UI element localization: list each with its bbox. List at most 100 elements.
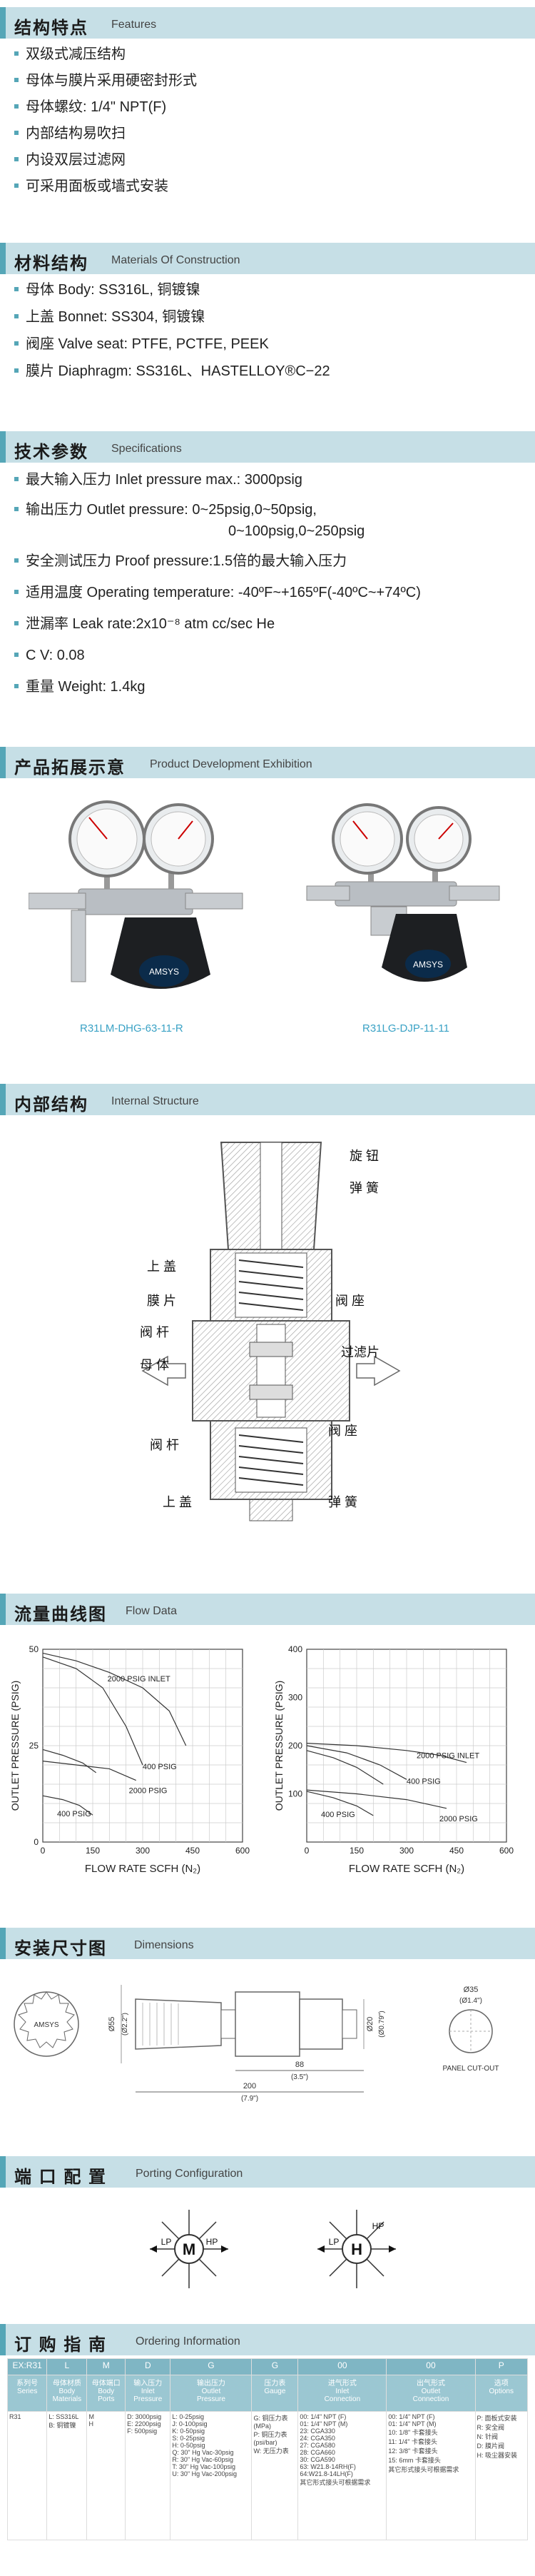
x-tick-label: 150 — [86, 1846, 100, 1856]
feature-item: 母体与膜片采用硬密封形式 — [14, 71, 197, 91]
section-title-en: Materials Of Construction — [111, 254, 240, 266]
section-title-en: Dimensions — [134, 1939, 194, 1951]
series-line — [42, 1795, 93, 1816]
feature-item: 双级式减压结构 — [14, 44, 126, 64]
order-option: E: 2200psig — [127, 2420, 161, 2427]
section-header-dimensions: 安装尺寸图 Dimensions — [0, 1928, 535, 1959]
order-option: 01: 1/4" NPT (M) — [388, 2420, 437, 2427]
x-tick-label: 600 — [235, 1846, 250, 1856]
regulator-left-image: AMSYS — [29, 800, 243, 989]
order-option: 其它形式接头可根据需求 — [388, 2466, 459, 2473]
section-title-cn: 内部结构 — [14, 1095, 88, 1115]
series-line — [42, 1656, 143, 1766]
order-option: S: 0-25psig — [172, 2435, 205, 2442]
section-title-cn: 结构特点 — [14, 19, 88, 38]
svg-text:AMSYS: AMSYS — [34, 2021, 58, 2029]
svg-text:88: 88 — [295, 2061, 304, 2069]
order-option: L: SS316L — [49, 2413, 79, 2420]
series-line — [306, 1750, 384, 1785]
front-view: AMSYS — [14, 1991, 79, 2057]
y-tick-label: 0 — [34, 1837, 39, 1847]
order-option: R31 — [9, 2413, 21, 2420]
order-option-cell: 00: 1/4" NPT (F)01: 1/4" NPT (M)23: CGA3… — [297, 2411, 387, 2540]
order-option: T: 30" Hg Vac-100psig — [172, 2463, 235, 2470]
x-tick-label: 0 — [41, 1846, 46, 1856]
side-view: Ø55 (Ø2.2") Ø20 (Ø0.79") 88 (3.5") 200 (… — [108, 1985, 386, 2103]
order-option-cell: 00: 1/4" NPT (F)01: 1/4" NPT (M) 10: 1/8"… — [386, 2411, 476, 2540]
order-option: 28: CGA660 — [300, 2449, 335, 2456]
order-code-cell: L — [46, 2358, 88, 2375]
series-label: 2000 PSIG INLET — [108, 1675, 170, 1684]
product-photos: AMSYS AMSYS — [29, 800, 500, 989]
series-line — [306, 1789, 447, 1809]
product-caption-left: R31LM-DHG-63-11-R — [80, 1022, 183, 1035]
order-header-cell: 输出压力 Outlet Pressure — [170, 2375, 253, 2412]
order-option: H: 0-50psig — [172, 2442, 205, 2449]
order-option: 01: 1/4" NPT (M) — [300, 2420, 348, 2427]
order-option: 63: W21.8-14RH(F) — [300, 2463, 356, 2470]
section-header-porting: 端 口 配 置 Porting Configuration — [0, 2156, 535, 2188]
svg-text:Ø55: Ø55 — [108, 2017, 116, 2032]
y-axis-label: OUTLET PRESSURE (PSIG) — [9, 1681, 21, 1811]
order-option: M — [88, 2413, 94, 2420]
order-header-cell: 压力表 Gauge — [251, 2375, 299, 2412]
section-header-internal: 内部结构 Internal Structure — [0, 1084, 535, 1115]
x-tick-label: 450 — [449, 1846, 464, 1856]
order-option: R: 安全阀 — [477, 2424, 505, 2431]
svg-text:AMSYS: AMSYS — [413, 960, 443, 970]
series-label: 400 PSIG — [57, 1810, 91, 1818]
order-option: 00: 1/4" NPT (F) — [300, 2413, 347, 2420]
order-option: G: 铜压力表 — [253, 2415, 288, 2422]
svg-text:AMSYS: AMSYS — [149, 967, 179, 977]
series-line — [306, 1791, 374, 1816]
order-option: 64:W21.8-14LH(F) — [300, 2470, 353, 2477]
order-option: 30: CGA590 — [300, 2456, 335, 2463]
order-option: 24: CGA350 — [300, 2435, 335, 2442]
order-option: R: 30" Hg Vac-60psig — [172, 2456, 233, 2463]
feature-item: 内部结构易吹扫 — [14, 124, 126, 144]
series-label: 400 PSIG — [143, 1763, 177, 1771]
y-tick-label: 300 — [288, 1693, 302, 1703]
order-code-cell: 00 — [386, 2358, 476, 2375]
order-option: 00: 1/4" NPT (F) — [388, 2413, 435, 2420]
order-code-cell: M — [86, 2358, 126, 2375]
svg-text:(Ø2.2"): (Ø2.2") — [121, 2013, 129, 2036]
section-title-cn: 技术参数 — [14, 443, 88, 462]
section-title-cn: 端 口 配 置 — [14, 2168, 108, 2187]
spec-item: 安全测试压力 Proof pressure:1.5倍的最大输入压力 — [14, 551, 347, 571]
order-option: 其它形式接头可根据需求 — [300, 2479, 371, 2486]
y-tick-label: 25 — [29, 1741, 39, 1751]
label-spring-top: 弹 簧 — [350, 1181, 379, 1195]
label-stem-bottom: 阀 杆 — [150, 1438, 180, 1452]
order-option: 10: 1/8" 卡套接头 — [388, 2429, 438, 2436]
label-bonnet-top: 上 盖 — [147, 1259, 177, 1274]
section-title-en: Internal Structure — [111, 1095, 199, 1107]
section-title-cn: 产品拓展示意 — [14, 758, 126, 778]
section-title-en: Specifications — [111, 443, 182, 455]
order-option: 23: CGA330 — [300, 2427, 335, 2435]
order-option: D: 3000psig — [127, 2413, 162, 2420]
section-title-en: Features — [111, 19, 157, 31]
section-header-ordering: 订 购 指 南 Ordering Information — [0, 2324, 535, 2355]
svg-text:M: M — [183, 2240, 195, 2258]
y-tick-label: 400 — [288, 1644, 302, 1654]
order-code-cell: 00 — [297, 2358, 387, 2375]
x-tick-label: 150 — [350, 1846, 364, 1856]
series-line — [306, 1743, 467, 1764]
order-option: D: 膜片阀 — [477, 2442, 505, 2450]
order-header-cell: 系列号 Series — [6, 2375, 48, 2412]
x-tick-label: 450 — [185, 1846, 200, 1856]
label-knob: 旋 钮 — [350, 1149, 379, 1163]
y-axis-label: OUTLET PRESSURE (PSIG) — [273, 1681, 285, 1811]
product-caption-right: R31LG-DJP-11-11 — [362, 1022, 449, 1035]
spec-item: 泄漏率 Leak rate:2x10⁻⁸ atm cc/sec He — [14, 614, 275, 634]
order-option-cell: R31 — [6, 2411, 48, 2540]
section-title-cn: 材料结构 — [14, 254, 88, 273]
order-option: L: 0-25psig — [172, 2413, 204, 2420]
order-option: N: 针阀 — [477, 2433, 499, 2440]
svg-text:(Ø1.4"): (Ø1.4") — [459, 1997, 482, 2005]
material-item: 上盖 Bonnet: SS304, 铜镀镍 — [14, 307, 205, 327]
